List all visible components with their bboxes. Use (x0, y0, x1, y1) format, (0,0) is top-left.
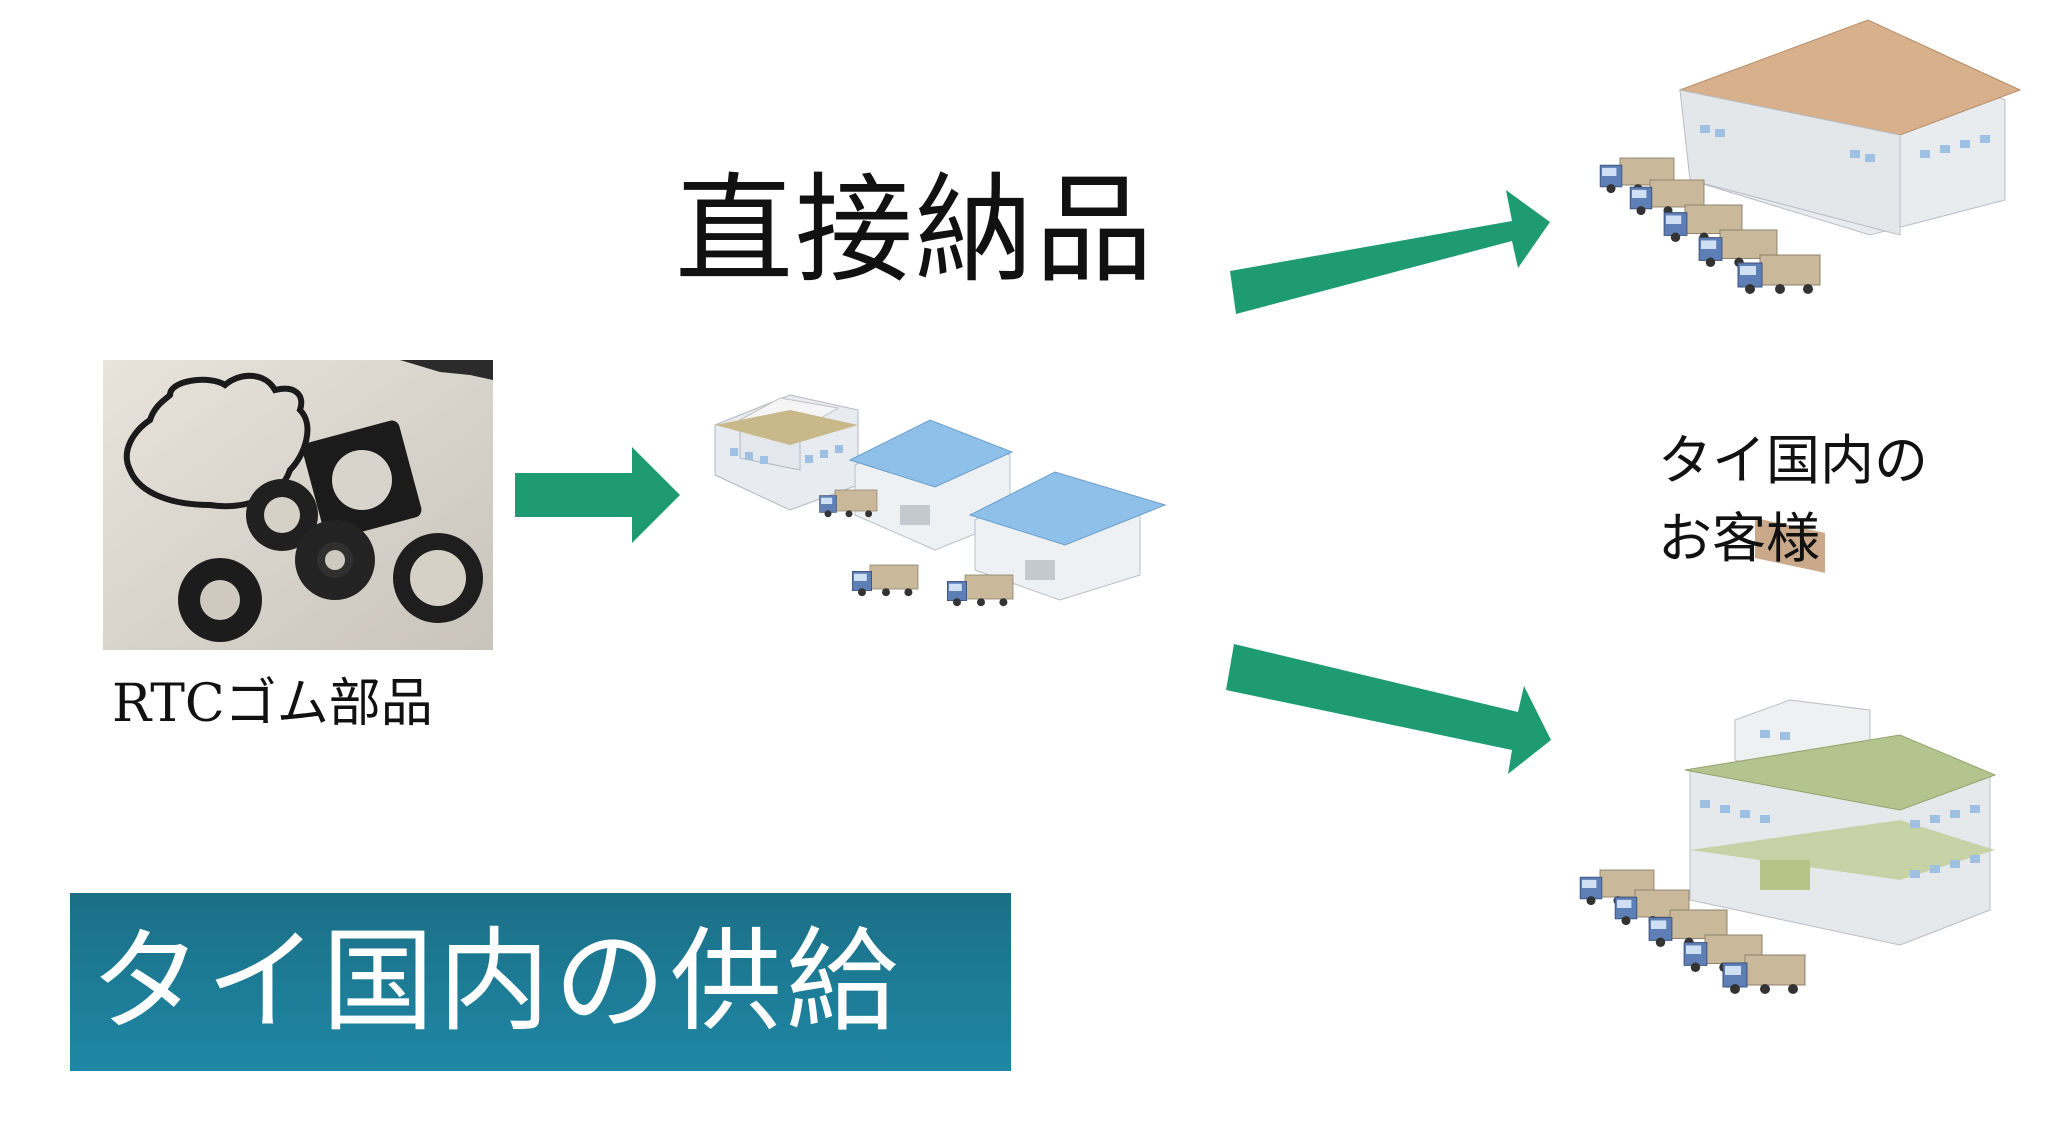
arrow-to-factory (1226, 644, 1551, 774)
customer-label-line1: タイ国内の (1658, 429, 1928, 492)
rubber-parts-photo (103, 360, 493, 650)
arrow-direct-delivery (1230, 190, 1550, 314)
arrow-to-warehouses (515, 447, 680, 543)
customer-label-line2: お客様 (1658, 507, 1820, 570)
domestic-supply-banner: タイ国内の供給 (70, 893, 1011, 1071)
direct-delivery-label: 直接納品 (675, 161, 1156, 299)
warehouse-cluster-icon (714, 394, 1167, 607)
rtc-rubber-parts-label: RTCゴム部品 (112, 674, 433, 734)
customer-label: タイ国内の お客様 (1658, 422, 1928, 578)
customer-warehouse-icon (1599, 19, 2022, 573)
banner-title: タイ国内の供給 (90, 917, 902, 1047)
customer-factory-icon (1579, 699, 1997, 995)
